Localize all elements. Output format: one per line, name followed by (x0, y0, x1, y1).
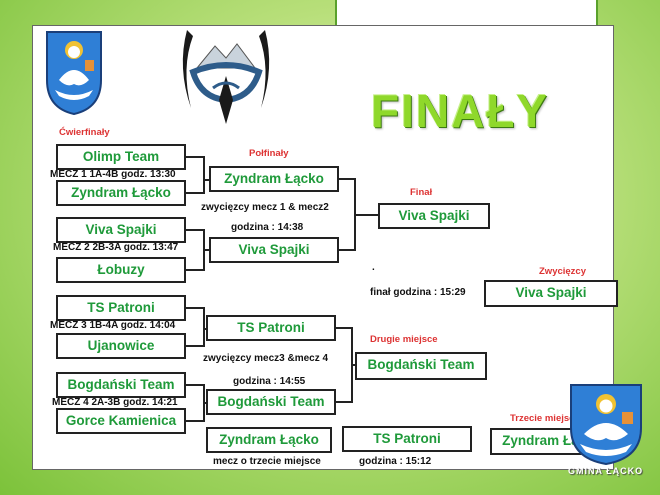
final-time: finał godzina : 15:29 (370, 287, 466, 298)
gmina-crest-icon (570, 384, 642, 466)
page-title: FINAŁY (371, 85, 550, 137)
connector-qf4-b (186, 420, 204, 422)
connector-qf1-v (203, 156, 205, 194)
qf3-info: MECZ 3 1B-4A godz. 14:04 (50, 320, 176, 331)
qf1-team-a: Olimp Team (56, 144, 186, 170)
connector-qf2-b (186, 269, 204, 271)
sf2-team-b: Bogdański Team (206, 389, 336, 415)
final-team: Viva Spajki (378, 203, 490, 229)
stage-label-quarter: Ćwierfinały (59, 127, 110, 138)
qf1-team-b: Zyndram Łącko (56, 180, 186, 206)
sf1-team-b: Viva Spajki (209, 237, 339, 263)
third-match-time: godzina : 15:12 (359, 456, 432, 467)
connector-sf1-a (339, 178, 355, 180)
stage-label-third: Trzecie miejsce (510, 413, 580, 424)
slide-panel: FINAŁY Ćwierfinały Połfinały Finał Zwyci… (32, 25, 618, 470)
connector-sf2-out (351, 364, 355, 366)
connector-qf3-b (186, 345, 204, 347)
qf4-team-b: Gorce Kamienica (56, 408, 186, 434)
connector-qf3-v (203, 307, 205, 347)
qf4-info: MECZ 4 2A-3B godz. 14:21 (52, 397, 178, 408)
sf2-time: godzina : 14:55 (233, 376, 306, 387)
third-match-team-a: Zyndram Łącko (206, 427, 332, 453)
connector-qf2-out (203, 249, 209, 251)
third-match-label: mecz o trzecie miejsce (213, 456, 321, 467)
connector-sf1-b (339, 249, 355, 251)
sf2-team-a: TS Patroni (206, 315, 336, 341)
connector-sf2-b (336, 401, 352, 403)
stage-label-winner: Zwycięzcy (539, 266, 586, 277)
winner-team: Viva Spajki (484, 280, 618, 307)
stage-label-final: Finał (410, 187, 433, 198)
footer-logo-text: GMINA ŁĄCKO (568, 466, 644, 476)
sf1-team-a: Zyndram Łącko (209, 166, 339, 192)
hala-lacko-logo-icon (182, 30, 270, 124)
stage-label-semi: Połfinały (249, 148, 289, 159)
final-dot: . (372, 262, 375, 273)
qf3-team-a: TS Patroni (56, 295, 186, 321)
connector-qf2-a (186, 229, 204, 231)
connector-qf3-a (186, 307, 204, 309)
qf2-info: MECZ 2 2B-3A godz. 13:47 (53, 242, 179, 253)
sf2-info: zwycięzcy mecz3 &mecz 4 (203, 353, 329, 364)
qf2-team-b: Łobuzy (56, 257, 186, 283)
connector-sf2-a (336, 327, 352, 329)
qf2-team-a: Viva Spajki (56, 217, 186, 243)
qf1-info: MECZ 1 1A-4B godz. 13:30 (50, 169, 176, 180)
connector-qf1-b (186, 192, 204, 194)
connector-qf1-out (203, 179, 209, 181)
third-match-team-b: TS Patroni (342, 426, 472, 452)
sf1-info: zwycięzcy mecz 1 & mecz2 (201, 202, 329, 213)
connector-sf1-out (354, 214, 378, 216)
qf3-team-b: Ujanowice (56, 333, 186, 359)
coat-of-arms-icon (46, 31, 102, 116)
stage-label-second: Drugie miejsce (370, 334, 438, 345)
connector-qf4-a (186, 384, 204, 386)
second-place-team: Bogdański Team (355, 352, 487, 380)
sf1-time: godzina : 14:38 (231, 222, 304, 233)
connector-qf1-a (186, 156, 204, 158)
qf4-team-a: Bogdański Team (56, 372, 186, 398)
